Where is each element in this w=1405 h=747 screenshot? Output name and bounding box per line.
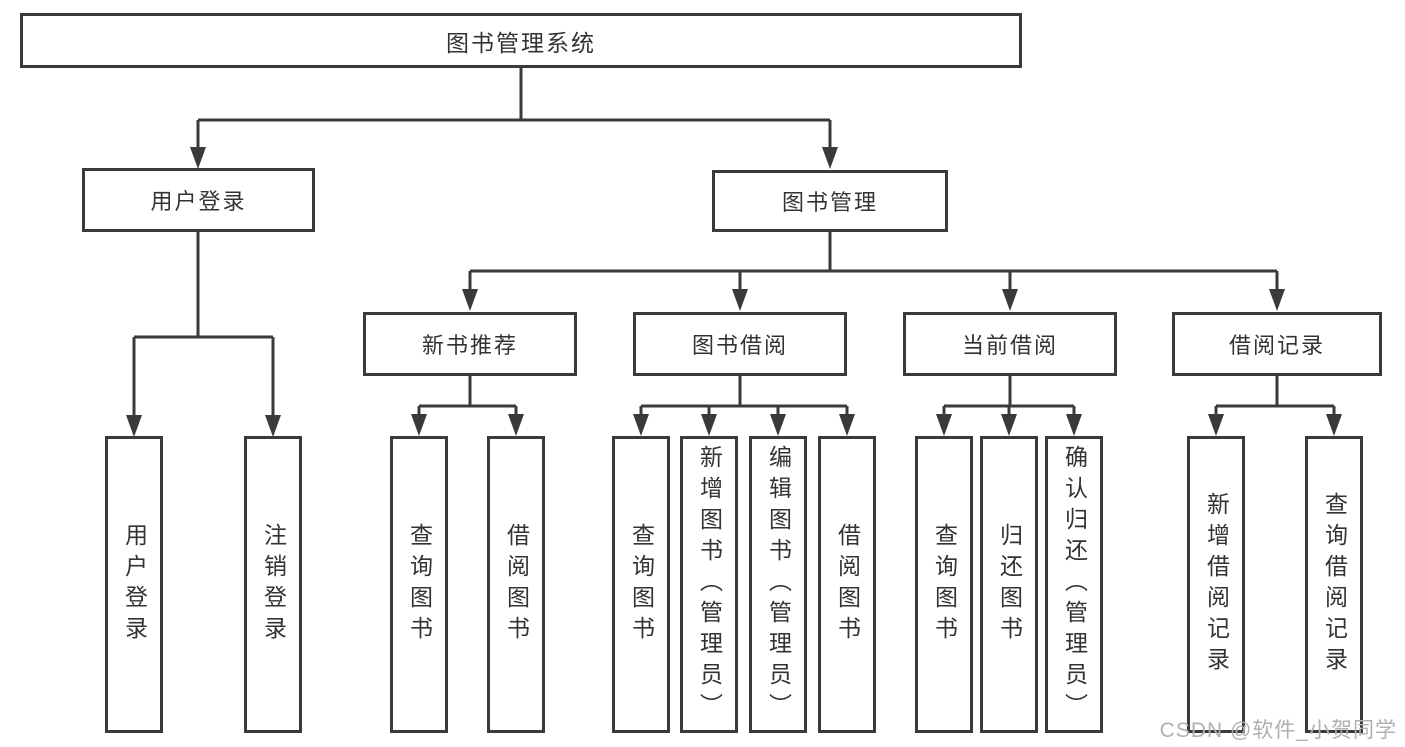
node-label: 图书管理系统	[446, 29, 596, 56]
leaf-return-book: 归还图书	[980, 436, 1038, 733]
leaf-add-book-admin: 新增图书（管理员）	[680, 436, 738, 733]
node-label: 图书借阅	[691, 333, 788, 358]
leaf-add-borrow-record: 新增借阅记录	[1187, 436, 1245, 733]
leaf-borrow-books-recommend: 借阅图书	[487, 436, 545, 733]
connector-user-login-to-leaves	[126, 232, 281, 437]
leaf-borrow-books: 借阅图书	[818, 436, 876, 733]
leaf-query-books-current: 查询图书	[915, 436, 973, 733]
leaf-edit-book-admin: 编辑图书（管理员）	[749, 436, 807, 733]
node-label: 图书管理	[781, 190, 878, 215]
leaf-label: 用户登录	[121, 522, 148, 647]
leaf-label: 查询图书	[406, 522, 433, 647]
node-user-login: 用户登录	[82, 168, 315, 232]
leaf-query-books-recommend: 查询图书	[390, 436, 448, 733]
node-current-borrowing: 当前借阅	[903, 312, 1117, 376]
leaf-label: 借阅图书	[834, 522, 861, 647]
leaf-label: 新增图书（管理员）	[696, 445, 723, 724]
connector-root-to-level2	[190, 68, 838, 169]
leaf-label: 新增借阅记录	[1203, 491, 1230, 678]
node-book-borrowing: 图书借阅	[633, 312, 847, 376]
leaf-label: 编辑图书（管理员）	[765, 445, 792, 724]
node-borrowing-records: 借阅记录	[1172, 312, 1382, 376]
leaf-query-borrow-record: 查询借阅记录	[1305, 436, 1363, 733]
leaf-label: 注销登录	[260, 522, 287, 647]
leaf-label: 确认归还（管理员）	[1061, 445, 1088, 724]
leaf-confirm-return-admin: 确认归还（管理员）	[1045, 436, 1103, 733]
leaf-label: 查询图书	[628, 522, 655, 647]
leaf-label: 归还图书	[996, 522, 1023, 647]
node-new-book-recommendation: 新书推荐	[363, 312, 577, 376]
leaf-label: 查询图书	[931, 522, 958, 647]
connector-book-management-to-level3	[462, 232, 1285, 311]
node-label: 用户登录	[150, 189, 247, 214]
csdn-watermark: CSDN @软件_小贺同学	[1159, 719, 1397, 742]
leaf-user-login: 用户登录	[105, 436, 163, 733]
node-label: 借阅记录	[1228, 333, 1325, 358]
connector-level3-to-leaves	[411, 376, 1342, 436]
node-book-management: 图书管理	[712, 170, 948, 232]
leaf-query-books-borrow: 查询图书	[612, 436, 670, 733]
leaf-label: 查询借阅记录	[1321, 491, 1348, 678]
leaf-logout: 注销登录	[244, 436, 302, 733]
node-label: 当前借阅	[961, 333, 1058, 358]
node-label: 新书推荐	[421, 333, 518, 358]
node-library-management-system: 图书管理系统	[20, 13, 1022, 68]
leaf-label: 借阅图书	[503, 522, 530, 647]
